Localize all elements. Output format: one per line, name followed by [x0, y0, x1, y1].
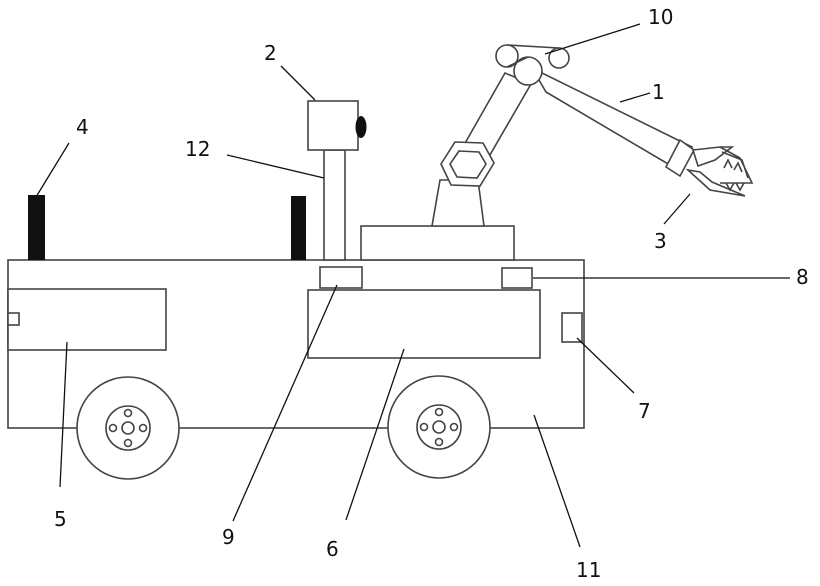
label-7: 7	[638, 399, 651, 423]
gripper	[688, 147, 752, 196]
leader-4	[36, 143, 69, 197]
wheel-right	[388, 376, 490, 478]
camera-mast	[324, 150, 345, 260]
label-6: 6	[326, 537, 339, 561]
label-1: 1	[652, 80, 665, 104]
black-post-right	[291, 196, 306, 260]
center-compartment	[308, 290, 540, 358]
leader-12	[227, 155, 324, 178]
label-2: 2	[264, 41, 277, 65]
label-4: 4	[76, 115, 89, 139]
left-compartment-tab	[8, 313, 19, 325]
wheel-left	[77, 377, 179, 479]
shoulder-joint-b	[549, 48, 569, 68]
top-box-9	[320, 267, 362, 288]
top-box-8	[502, 268, 532, 288]
label-8: 8	[796, 265, 809, 289]
leader-11	[534, 415, 580, 547]
label-9: 9	[222, 525, 235, 549]
label-10: 10	[648, 5, 673, 29]
leader-3	[664, 194, 690, 224]
label-12: 12	[185, 137, 210, 161]
camera-lens	[356, 116, 367, 138]
leader-10	[545, 24, 640, 54]
label-11: 11	[576, 558, 601, 582]
leader-7	[577, 338, 634, 393]
label-5: 5	[54, 507, 67, 531]
leader-2	[281, 66, 315, 100]
side-sensor-box	[562, 313, 582, 342]
leader-1	[620, 93, 650, 102]
label-3: 3	[654, 229, 667, 253]
black-post-left	[28, 195, 45, 260]
arm-forearm-link	[532, 68, 692, 171]
arm-base-platform	[361, 226, 514, 260]
left-compartment	[8, 289, 166, 350]
arm-lower-base	[432, 180, 484, 226]
camera-housing	[308, 101, 358, 150]
